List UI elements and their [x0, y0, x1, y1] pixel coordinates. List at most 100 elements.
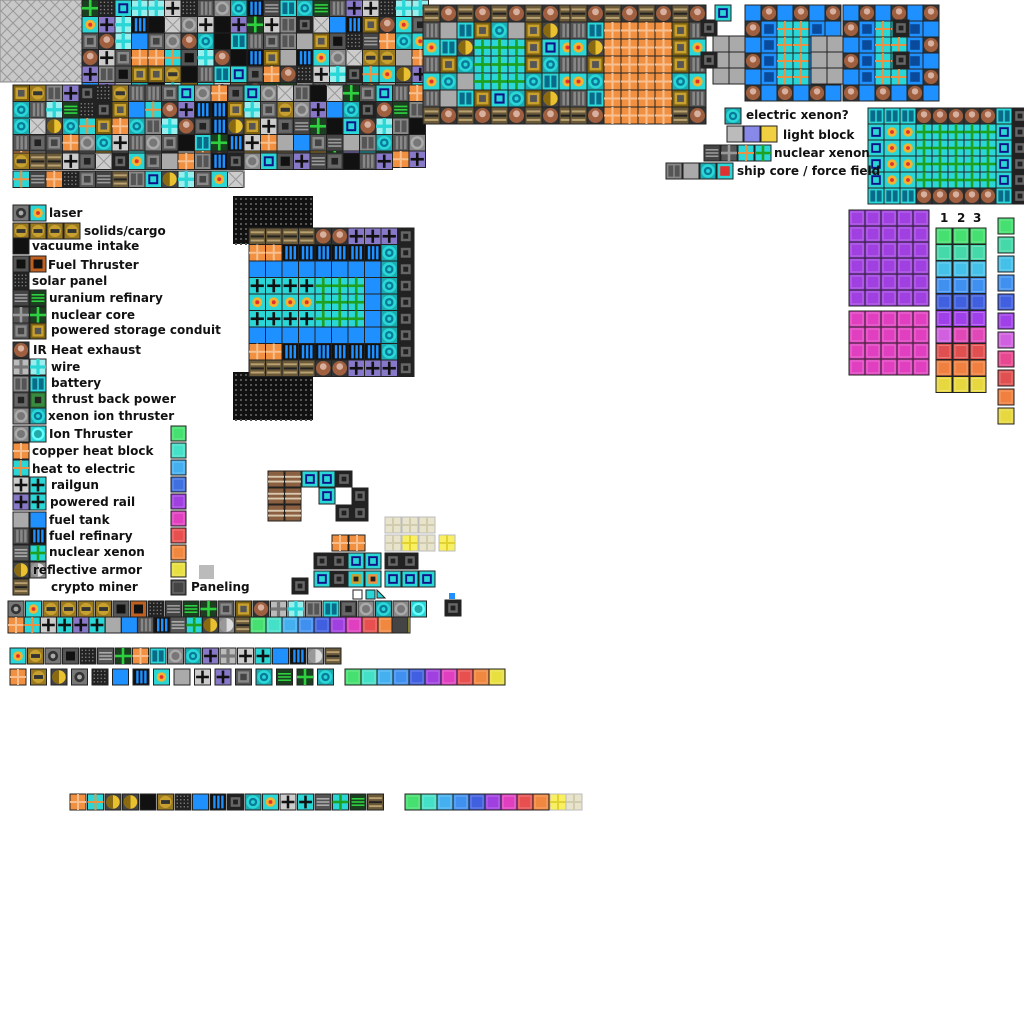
- strip-1-tile-tile: [25, 600, 42, 618]
- strip-3-swatch: [408, 668, 426, 686]
- light-block-purple-icon-tile: [743, 125, 761, 143]
- palette-header-3: 3: [973, 211, 982, 225]
- strip-2-tile-tile: [97, 647, 114, 665]
- purple-grid-cell: [864, 257, 882, 275]
- palette-cell: [969, 293, 987, 311]
- atlas-tile: [279, 0, 297, 17]
- strip-1-tile-tile: [95, 600, 112, 618]
- atlas-tile: [164, 65, 182, 83]
- atlas-tile: [114, 0, 132, 17]
- core-ship-part-tile: [995, 123, 1013, 141]
- center-ship-part-tile: [248, 277, 266, 295]
- center-ship-part-tile: [265, 310, 283, 328]
- legend-label-crypto: crypto miner: [51, 580, 138, 594]
- purple-grid-cell: [848, 209, 866, 227]
- center-ship-edge-tile: [397, 227, 415, 245]
- legend-ion-thruster-icon-tile: [12, 425, 30, 443]
- xenon-ship-part-tile: [906, 84, 924, 102]
- atlas-tile: [227, 84, 245, 102]
- ship-copper-tile: [637, 21, 656, 40]
- center-ship-part-tile: [298, 244, 316, 262]
- atlas-tile: [128, 152, 146, 170]
- legend-label-xenon-ion: xenon ion thruster: [48, 409, 175, 423]
- center-ship-part-tile: [380, 326, 398, 344]
- purple-grid-cell: [848, 257, 866, 275]
- strip-4-swatch: [484, 793, 502, 811]
- strip-2-tile-tile: [324, 647, 342, 665]
- legend-reflective-armor-icon-tile: [29, 561, 47, 579]
- ship-part-tile: [507, 106, 526, 125]
- strip-1-tile-tile: [165, 600, 182, 618]
- legend-fuel-refinary-icon-tile: [12, 527, 30, 545]
- ship-part-tile: [422, 4, 441, 23]
- atlas-tile: [177, 134, 195, 152]
- legend-wire-icon-tile: [29, 358, 47, 376]
- misc-tile-tile: [364, 570, 382, 588]
- darkFrame-tile: [892, 51, 910, 69]
- xenon-ship-part-tile: [874, 68, 892, 86]
- ship-part-tile: [671, 89, 690, 108]
- palette-column-cell: [997, 255, 1015, 273]
- atlas-tile: [95, 152, 113, 170]
- ship-part-tile: [541, 4, 560, 23]
- legend-label-nuclear-core: nuclear core: [51, 308, 136, 322]
- ship-part-tile: [671, 55, 690, 74]
- legend-color-swatch: [170, 493, 187, 510]
- ship-part-tile: [569, 106, 588, 125]
- misc-tile-tile: [364, 552, 382, 570]
- atlas-tile: [194, 117, 212, 135]
- ship-copper-tile: [620, 55, 639, 74]
- atlas-tile: [114, 49, 132, 67]
- ship-copper-tile: [620, 106, 639, 125]
- atlas-tile: [45, 117, 63, 135]
- center-ship-part-tile: [265, 343, 283, 361]
- atlas-tile: [144, 84, 162, 102]
- ship-copper-tile: [637, 55, 656, 74]
- magenta-grid-cell: [896, 342, 914, 360]
- core-ship-part-tile: [899, 123, 917, 141]
- atlas-tile: [293, 101, 311, 119]
- atlas-tile: [395, 32, 413, 50]
- palette-cell: [935, 343, 953, 360]
- misc-tile-tile: [335, 504, 353, 522]
- legend-xenon-ion-thruster-icon-tile: [12, 407, 30, 425]
- ship-part-tile: [541, 55, 560, 74]
- atlas-tile: [95, 84, 113, 102]
- strip-4-tile-tile: [174, 793, 192, 811]
- palette-cell: [935, 326, 953, 344]
- ship-part-tile: [490, 21, 509, 40]
- purple-grid-cell: [864, 289, 882, 307]
- purple-grid-cell: [896, 273, 914, 291]
- ship-copper-tile: [620, 38, 639, 57]
- atlas-tile: [81, 0, 99, 17]
- center-ship-part-tile: [364, 326, 382, 344]
- ship-part-tile: [688, 106, 707, 125]
- center-ship-part-tile: [265, 260, 283, 278]
- xenon-ship-part-tile: [890, 36, 908, 54]
- misc-tile-tile: [384, 552, 402, 570]
- atlas-tile: [62, 101, 80, 119]
- xenon-ship-part-tile: [922, 68, 940, 86]
- core-ship-part-tile: [995, 171, 1013, 189]
- purple-grid-cell: [880, 209, 898, 227]
- atlas-tile: [210, 101, 228, 119]
- atlas-tile: [260, 152, 278, 170]
- core-ship-part-tile: [947, 187, 965, 205]
- atlas-tile: [111, 134, 129, 152]
- palette-cell: [952, 260, 970, 278]
- center-ship-edge-tile: [397, 260, 415, 278]
- legend-laser-icon-tile: [12, 204, 30, 222]
- atlas-tile: [279, 16, 297, 34]
- atlas-tile: [230, 65, 248, 83]
- xenon-ship-part-tile: [776, 68, 794, 86]
- strip-1b-tile-tile: [7, 616, 25, 634]
- atlas-tile: [276, 84, 294, 102]
- purple-grid-cell: [896, 241, 914, 259]
- ship-part-tile: [569, 21, 588, 40]
- strip-4-tile-tile: [122, 793, 139, 811]
- palette-column-cell: [997, 293, 1015, 311]
- atlas-tile: [345, 65, 363, 83]
- atlas-tile: [375, 117, 393, 135]
- core-ship-part-tile: [867, 139, 885, 157]
- strip-4-tile-tile: [139, 793, 157, 811]
